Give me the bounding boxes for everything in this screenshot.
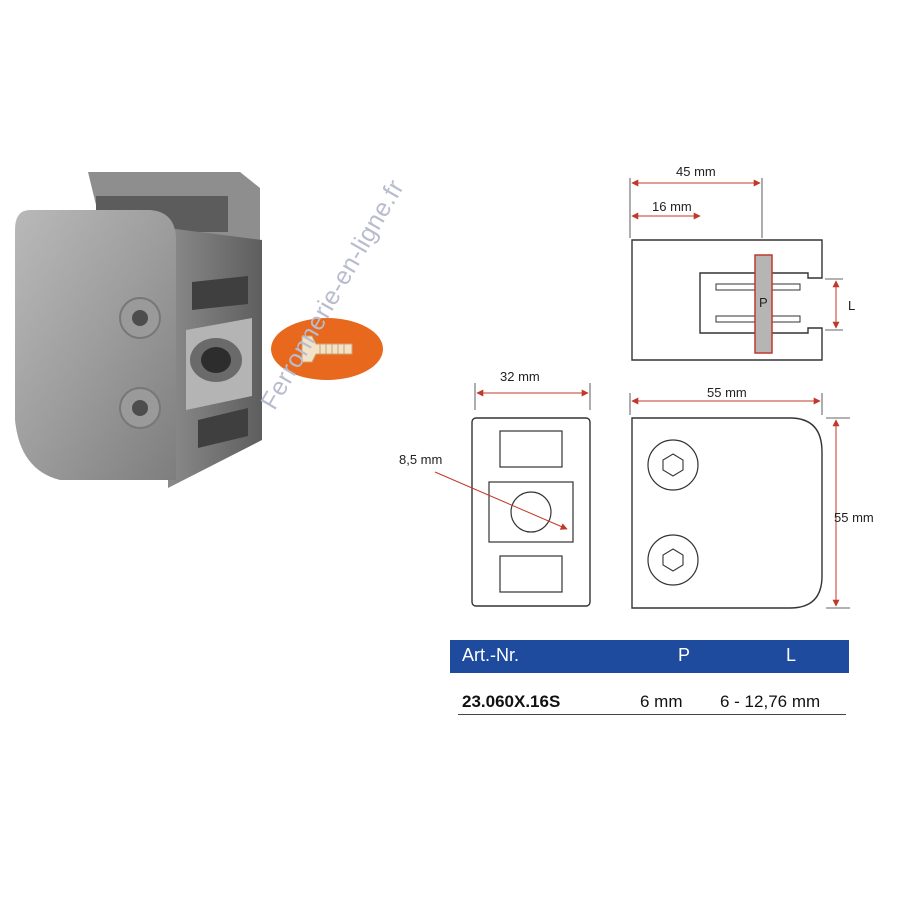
dim-16mm: 16 mm bbox=[652, 199, 692, 214]
dim-55mm-width: 55 mm bbox=[707, 385, 747, 400]
spec-table-header: Art.-Nr. P L bbox=[450, 640, 849, 673]
table-underline bbox=[458, 714, 846, 715]
header-l: L bbox=[786, 645, 797, 665]
dim-8-5mm: 8,5 mm bbox=[399, 452, 442, 467]
dim-32mm: 32 mm bbox=[500, 369, 540, 384]
header-p: P bbox=[678, 645, 691, 665]
top-view-drawing bbox=[629, 178, 843, 361]
dim-45mm: 45 mm bbox=[676, 164, 716, 179]
header-art-nr: Art.-Nr. bbox=[462, 645, 519, 665]
clamp-photo bbox=[15, 172, 262, 488]
dim-55mm-height: 55 mm bbox=[834, 510, 874, 525]
side-view-drawing bbox=[434, 383, 591, 607]
article-number: 23.060X.16S bbox=[462, 692, 561, 711]
dim-p-label: P bbox=[759, 295, 768, 310]
front-view-drawing bbox=[629, 393, 850, 609]
value-p: 6 mm bbox=[640, 692, 683, 711]
screw-badge bbox=[271, 318, 383, 380]
dim-l-label: L bbox=[848, 298, 855, 313]
value-l: 6 - 12,76 mm bbox=[720, 692, 821, 711]
